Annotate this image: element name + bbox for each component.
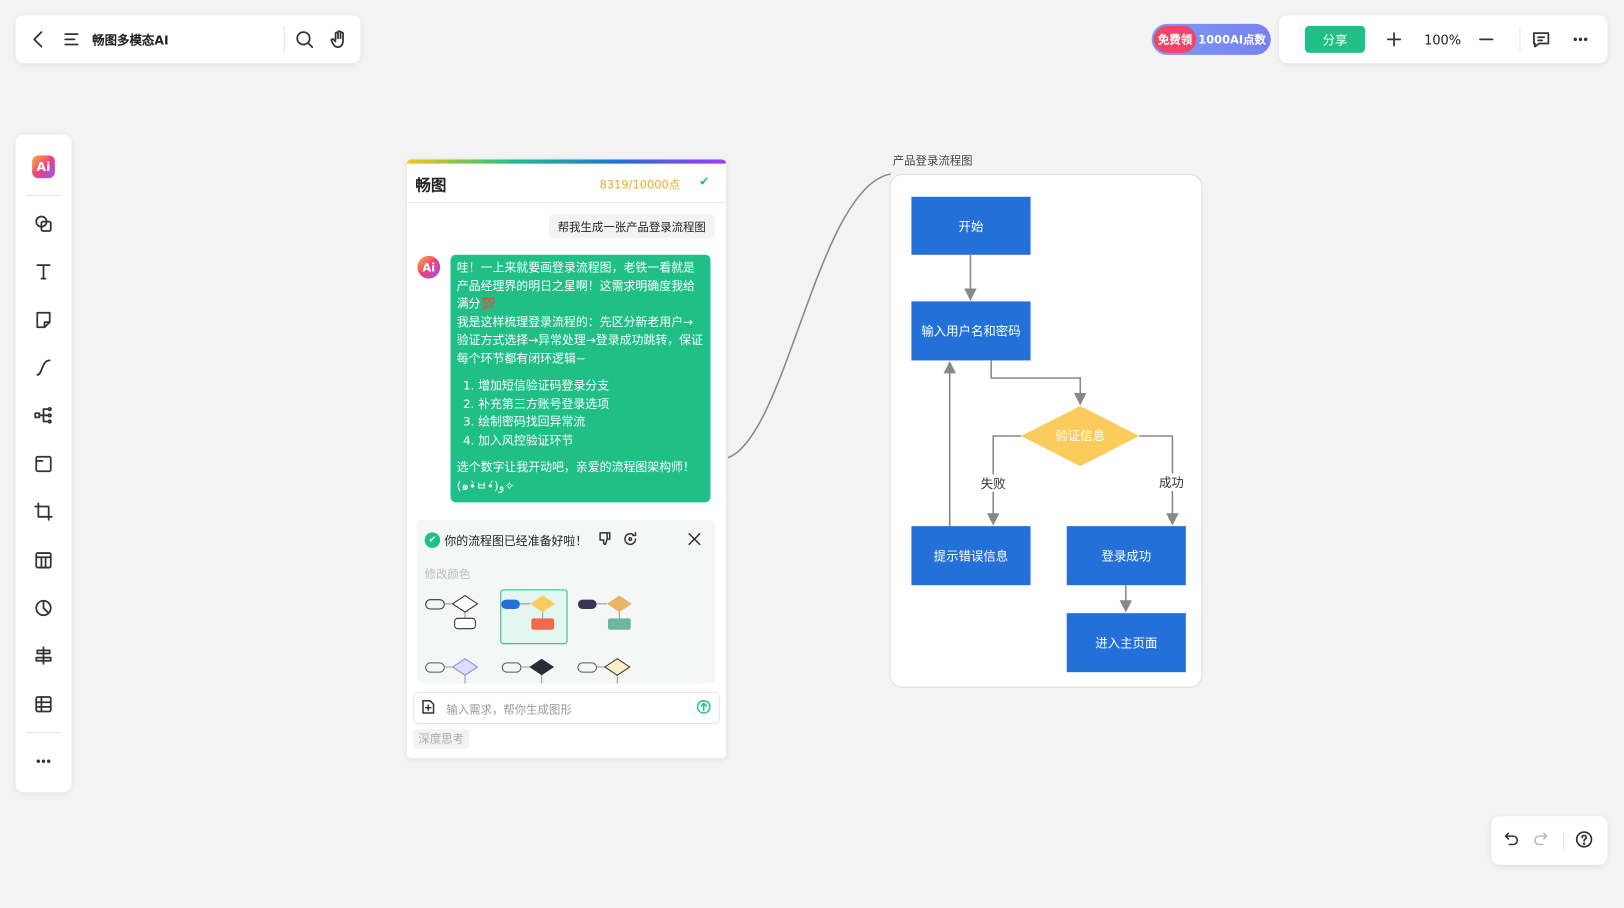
theme-option-cream[interactable] [576,655,638,684]
ai-paragraph: 哇！一上来就要画登录流程图，老铁一看就是产品经理界的明日之星啊！这需求明确度我给… [456,259,695,311]
ai-message: 哇！一上来就要画登录流程图，老铁一看就是产品经理界的明日之星啊！这需求明确度我给… [450,254,711,503]
zoom-level[interactable]: 100% [1424,32,1462,48]
text-icon[interactable] [33,261,54,282]
edge-label-success: 成功 [1158,473,1184,491]
theme-option-selected[interactable] [500,589,568,645]
divider [25,732,62,734]
prompt-placeholder: 输入需求，帮你生成图形 [446,703,572,717]
attach-icon[interactable] [419,698,437,716]
menu-icon[interactable] [61,29,82,50]
connector-icon[interactable] [33,357,54,378]
ai-logo-icon[interactable]: Ai [32,155,55,179]
table-view-icon[interactable] [33,550,54,571]
pie-chart-icon[interactable] [33,598,54,619]
ai-list-item: 2. 补充第三方账号登录选项 [462,396,610,411]
table-icon[interactable] [33,694,54,715]
ai-list-item: 3. 绘制密码找回异常流 [462,414,586,429]
divider [1519,25,1521,53]
node-success[interactable]: 登录成功 [1066,526,1186,586]
top-left-toolbar: 畅图多模态AI [15,15,361,64]
edge-label-fail: 失败 [980,474,1006,492]
back-icon[interactable] [28,29,49,50]
result-status: 你的流程图已经准备好啦！ [444,533,588,548]
theme-option-classic[interactable] [501,592,563,639]
plus-icon[interactable] [1384,29,1405,50]
shape-icon[interactable] [33,213,54,234]
divider [1562,831,1564,851]
regenerate-icon[interactable] [621,530,639,548]
thumbs-down-icon[interactable] [597,530,615,548]
color-label: 修改颜色 [424,567,471,582]
points-counter: 8319/10000点 [599,178,681,192]
ai-paragraph: 我是这样梳理登录流程的：先区分新老用户→验证方式选择→异常处理→登录成功跳转，保… [456,314,704,366]
node-verify[interactable]: 验证信息 [1055,428,1106,444]
prompt-input[interactable]: 输入需求，帮你生成图形 [413,691,720,724]
result-card: ✔ 你的流程图已经准备好啦！ 修改颜色 [417,519,716,684]
promo-tag: 免费领 [1153,25,1197,53]
check-icon[interactable]: ✔ [699,173,710,189]
ai-avatar: Ai [417,255,441,279]
success-icon: ✔ [424,532,441,548]
flowchart-title: 产品登录流程图 [892,154,973,168]
redo-icon[interactable] [1531,830,1550,849]
promo-text: 1000AI点数 [1198,33,1266,47]
document-title[interactable]: 畅图多模态AI [92,33,169,48]
theme-option-lavender[interactable] [424,655,486,684]
undo-icon[interactable] [1503,830,1522,849]
crop-icon[interactable] [33,501,54,522]
promo-badge[interactable]: 免费领 1000AI点数 [1151,23,1271,55]
theme-option-dark[interactable] [500,655,562,684]
ai-closing: 选个数字让我开动吧，亲爱的流程图架构师！(๑•̀ㅂ•́)و✧ [456,459,695,493]
ai-list-item: 4. 加入风控验证环节 [462,432,574,447]
more-icon[interactable] [33,751,54,772]
help-icon[interactable] [1574,830,1594,850]
search-icon[interactable] [294,29,315,50]
history-toolbar [1491,816,1608,865]
ai-chat-panel: 畅图 8319/10000点 ✔ 帮我生成一张产品登录流程图 Ai 哇！一上来就… [407,159,727,759]
comment-icon[interactable] [1531,29,1552,50]
node-error[interactable]: 提示错误信息 [911,526,1031,586]
top-right-toolbar: 分享 100% [1279,15,1608,64]
theme-option-outline[interactable] [424,592,486,639]
divider [25,194,62,196]
send-icon[interactable] [695,698,713,716]
layout-icon[interactable] [33,645,54,666]
frame-icon[interactable] [33,454,54,475]
left-sidebar: Ai [15,134,72,793]
node-input-credentials[interactable]: 输入用户名和密码 [911,301,1031,361]
node-home[interactable]: 进入主页面 [1066,613,1186,673]
share-button[interactable]: 分享 [1304,25,1366,53]
node-start[interactable]: 开始 [911,196,1031,255]
close-icon[interactable] [686,530,704,548]
mind-map-icon[interactable] [33,405,54,426]
deep-think-toggle[interactable]: 深度思考 [413,729,470,749]
user-message: 帮我生成一张产品登录流程图 [548,214,715,239]
divider [283,25,285,53]
more-icon[interactable] [1570,29,1591,50]
theme-option-muted[interactable] [577,592,640,639]
chat-title: 畅图 [415,176,447,195]
hand-icon[interactable] [328,29,349,50]
ai-list-item: 1. 增加短信验证码登录分支 [462,378,610,393]
minus-icon[interactable] [1476,29,1497,50]
divider [407,201,727,203]
gradient-bar [407,159,727,164]
sticky-note-icon[interactable] [33,310,54,331]
